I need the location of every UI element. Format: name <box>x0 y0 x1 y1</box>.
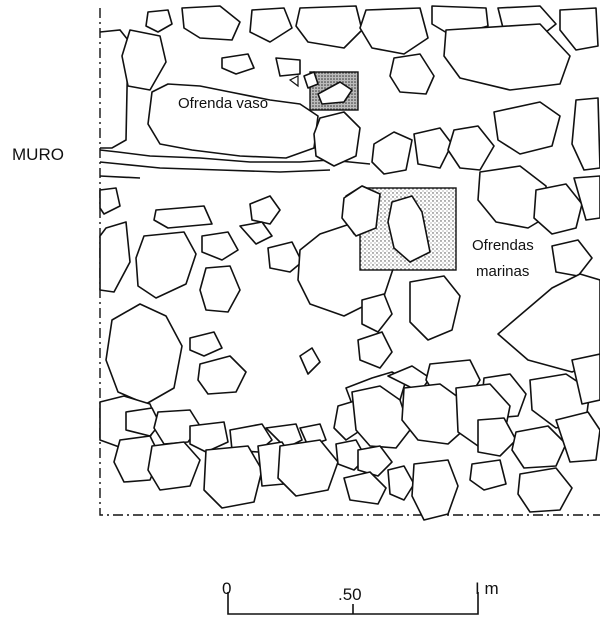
stone <box>343 471 387 505</box>
stone <box>313 111 361 167</box>
stone <box>401 383 467 445</box>
stone <box>361 293 393 333</box>
stone <box>201 231 239 261</box>
stone <box>249 195 281 225</box>
stone <box>99 221 131 293</box>
stone <box>389 53 435 95</box>
stone <box>371 131 413 175</box>
stone <box>189 421 229 453</box>
stone <box>249 7 293 43</box>
stone <box>413 127 453 169</box>
stone <box>555 411 600 463</box>
marine-offerings-label-line1: Ofrendas <box>472 237 534 254</box>
stone <box>351 385 411 449</box>
scale-label-start: 0 <box>222 579 231 598</box>
stone <box>533 183 583 235</box>
stone <box>517 467 573 513</box>
stone <box>145 9 173 33</box>
scale-label-middle: .50 <box>338 585 362 604</box>
stones <box>99 5 600 521</box>
stone <box>571 353 600 405</box>
stone <box>153 205 213 229</box>
stone <box>493 101 561 155</box>
stone <box>267 241 303 273</box>
stone <box>559 7 599 51</box>
stone <box>411 459 459 521</box>
stone <box>135 231 197 299</box>
stone <box>181 5 241 41</box>
stone <box>409 275 461 341</box>
vase-offering-label: Ofrenda vaso <box>178 95 268 112</box>
stone <box>197 355 247 395</box>
scale-label-end: I m <box>475 579 499 598</box>
stone <box>99 187 121 215</box>
stone <box>571 97 600 171</box>
stone <box>153 409 201 445</box>
stone <box>121 29 167 91</box>
stone <box>443 23 571 91</box>
wall-label: MURO <box>12 145 64 164</box>
stone <box>551 239 593 277</box>
stone <box>295 5 363 49</box>
marine-offerings-label-line2: marinas <box>476 263 529 280</box>
stone <box>573 175 600 221</box>
stone <box>299 347 321 375</box>
stone <box>477 417 517 457</box>
stone <box>277 439 339 497</box>
stone <box>357 445 393 477</box>
stone <box>357 331 393 369</box>
scale-bar: 0 .50 I m <box>222 579 499 615</box>
stone <box>275 57 301 77</box>
stone <box>359 7 429 55</box>
stone <box>147 441 201 491</box>
stone <box>221 53 255 75</box>
stone <box>387 465 415 501</box>
stone <box>203 445 263 509</box>
stone <box>497 273 600 373</box>
stone <box>447 125 495 171</box>
stone <box>105 303 183 405</box>
stone <box>265 423 303 449</box>
stone <box>199 265 241 313</box>
stone <box>189 331 223 357</box>
stone <box>469 459 507 491</box>
stone <box>511 425 567 469</box>
stone <box>239 221 273 245</box>
